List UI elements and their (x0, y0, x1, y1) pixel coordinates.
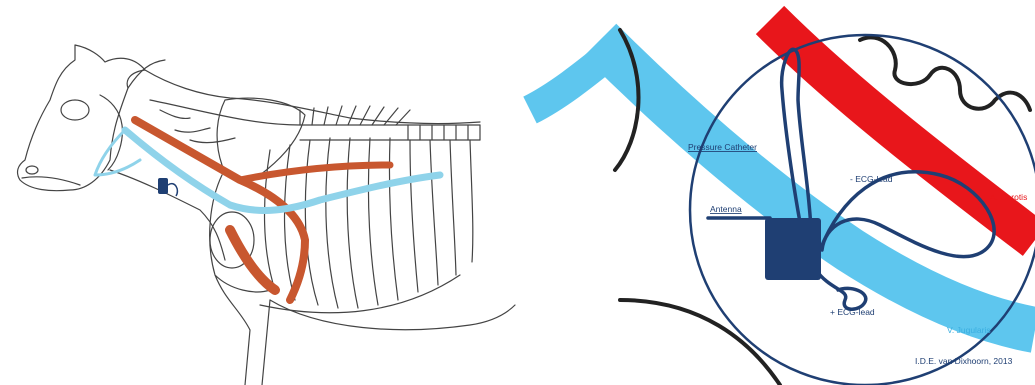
cow-belly-outline (270, 300, 515, 330)
cow-nostril (26, 166, 38, 174)
aorta-left (240, 165, 390, 180)
antenna-label: Antenna (710, 204, 742, 214)
jugular-vein-label: V. Jugularis (947, 325, 991, 335)
cow-eye (61, 100, 89, 120)
implant-device-left (158, 178, 168, 194)
implant-device (765, 218, 821, 280)
ecg-lead-negative-label: - ECG-lead (850, 174, 893, 184)
cow-spine (150, 100, 480, 143)
credit-label: I.D.E. van Dixhoorn, 2013 (915, 356, 1013, 366)
ecg-lead-positive-label: + ECG-lead (830, 307, 875, 317)
cow-back-outline (145, 70, 480, 124)
carotid-artery-label: A. Carotis (990, 192, 1027, 202)
implant-detail-diagram: Pressure Catheter - ECG-lead A. Carotis … (520, 0, 1035, 385)
cow-anatomy-drawing (0, 0, 520, 385)
cow-anatomy-figure (0, 0, 520, 385)
implant-detail-figure: Pressure Catheter - ECG-lead A. Carotis … (520, 0, 1035, 385)
pressure-catheter-label: Pressure Catheter (688, 142, 757, 152)
